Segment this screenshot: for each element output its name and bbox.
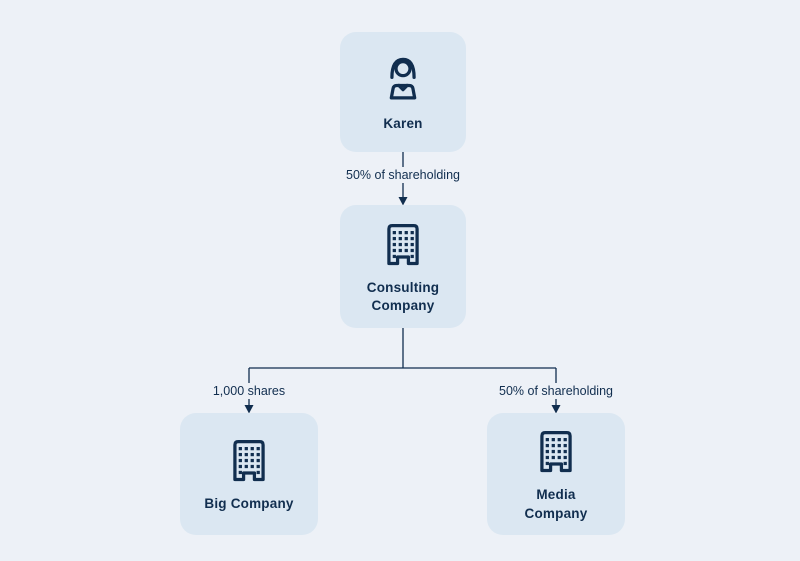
edge-label-shares: 1,000 shares xyxy=(206,383,292,399)
edge-label-shareholding-top: 50% of shareholding xyxy=(340,167,466,183)
node-label: Karen xyxy=(383,116,423,132)
node-consulting-company: Consulting Company xyxy=(340,205,466,328)
node-label: Big Company xyxy=(204,496,294,512)
node-karen: Karen xyxy=(340,32,466,152)
node-label: Consulting Company xyxy=(366,279,440,313)
person-icon xyxy=(375,50,431,106)
building-icon xyxy=(530,425,582,477)
node-big-company: Big Company xyxy=(180,413,318,535)
building-icon xyxy=(223,434,275,486)
building-icon xyxy=(377,218,429,270)
edge-label-shareholding-right: 50% of shareholding xyxy=(493,383,619,399)
node-media-company: Media Company xyxy=(487,413,625,535)
node-label: Media Company xyxy=(524,487,588,521)
